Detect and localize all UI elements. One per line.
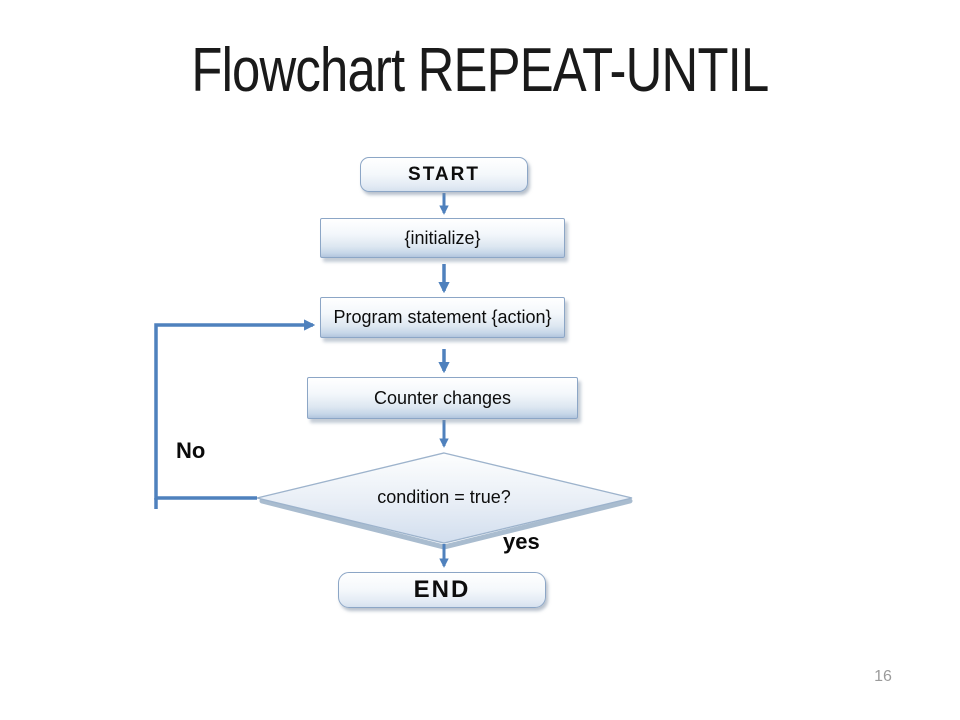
node-counter-changes: Counter changes bbox=[307, 377, 578, 419]
node-end-label: END bbox=[413, 576, 471, 603]
node-end: END bbox=[338, 572, 546, 608]
edge-label-yes: yes bbox=[503, 529, 540, 554]
node-start: START bbox=[360, 157, 528, 192]
edge-label-no: No bbox=[176, 438, 206, 463]
slide-header: Flowchart REPEAT-UNTIL bbox=[0, 38, 960, 103]
page-number: 16 bbox=[874, 668, 892, 685]
node-program-statement-label: Program statement {action} bbox=[333, 307, 552, 327]
node-condition-label: condition = true? bbox=[377, 487, 511, 507]
node-condition: condition = true? bbox=[259, 453, 629, 542]
node-program-statement: Program statement {action} bbox=[320, 297, 565, 338]
node-start-label: START bbox=[408, 163, 480, 185]
page-title: Flowchart REPEAT-UNTIL bbox=[191, 36, 769, 105]
node-counter-changes-label: Counter changes bbox=[373, 387, 512, 408]
node-initialize: {initialize} bbox=[320, 218, 565, 258]
node-initialize-label: {initialize} bbox=[404, 227, 481, 248]
